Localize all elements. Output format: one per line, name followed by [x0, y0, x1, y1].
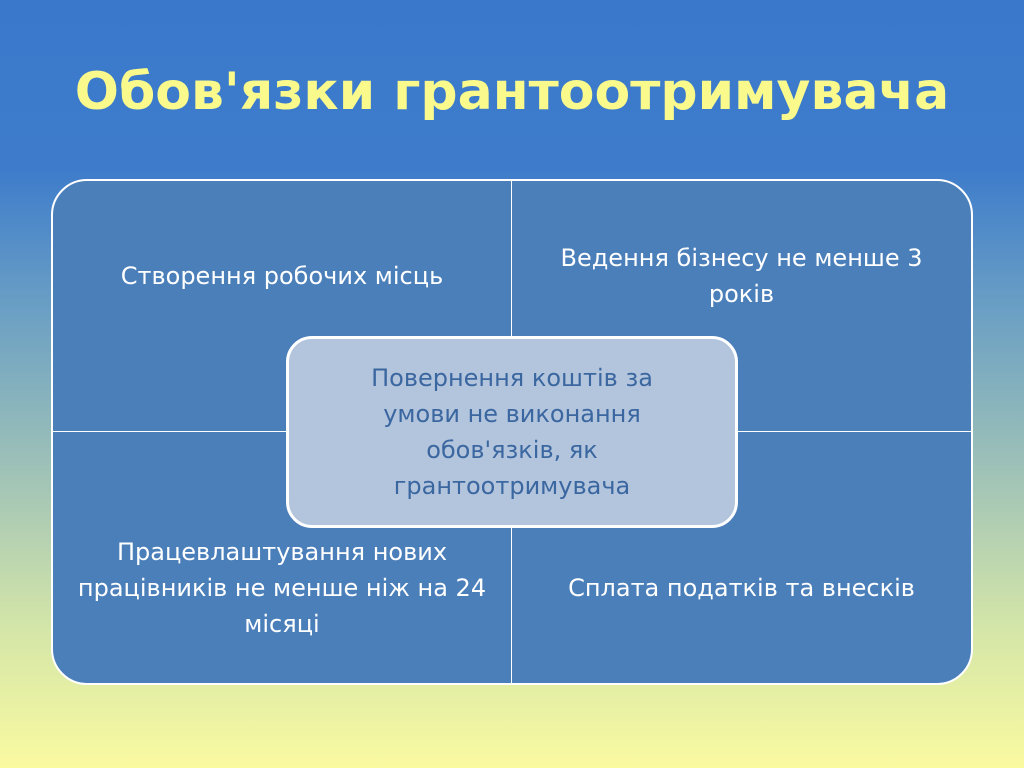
- matrix-diagram: Створення робочих місць Ведення бізнесу …: [51, 179, 973, 685]
- quadrant-bottom-right: Сплата податків та внесків: [568, 573, 915, 602]
- quadrant-top-right: Ведення бізнесу не менше 3 років: [512, 181, 971, 432]
- slide-title: Обов'язки грантоотримувача: [74, 62, 950, 122]
- center-box: Повернення коштів за умови не виконання …: [286, 336, 738, 528]
- quadrant-top-left: Створення робочих місць: [53, 181, 512, 432]
- quadrant-bottom-left: Працевлаштування нових працівників не ме…: [53, 432, 512, 683]
